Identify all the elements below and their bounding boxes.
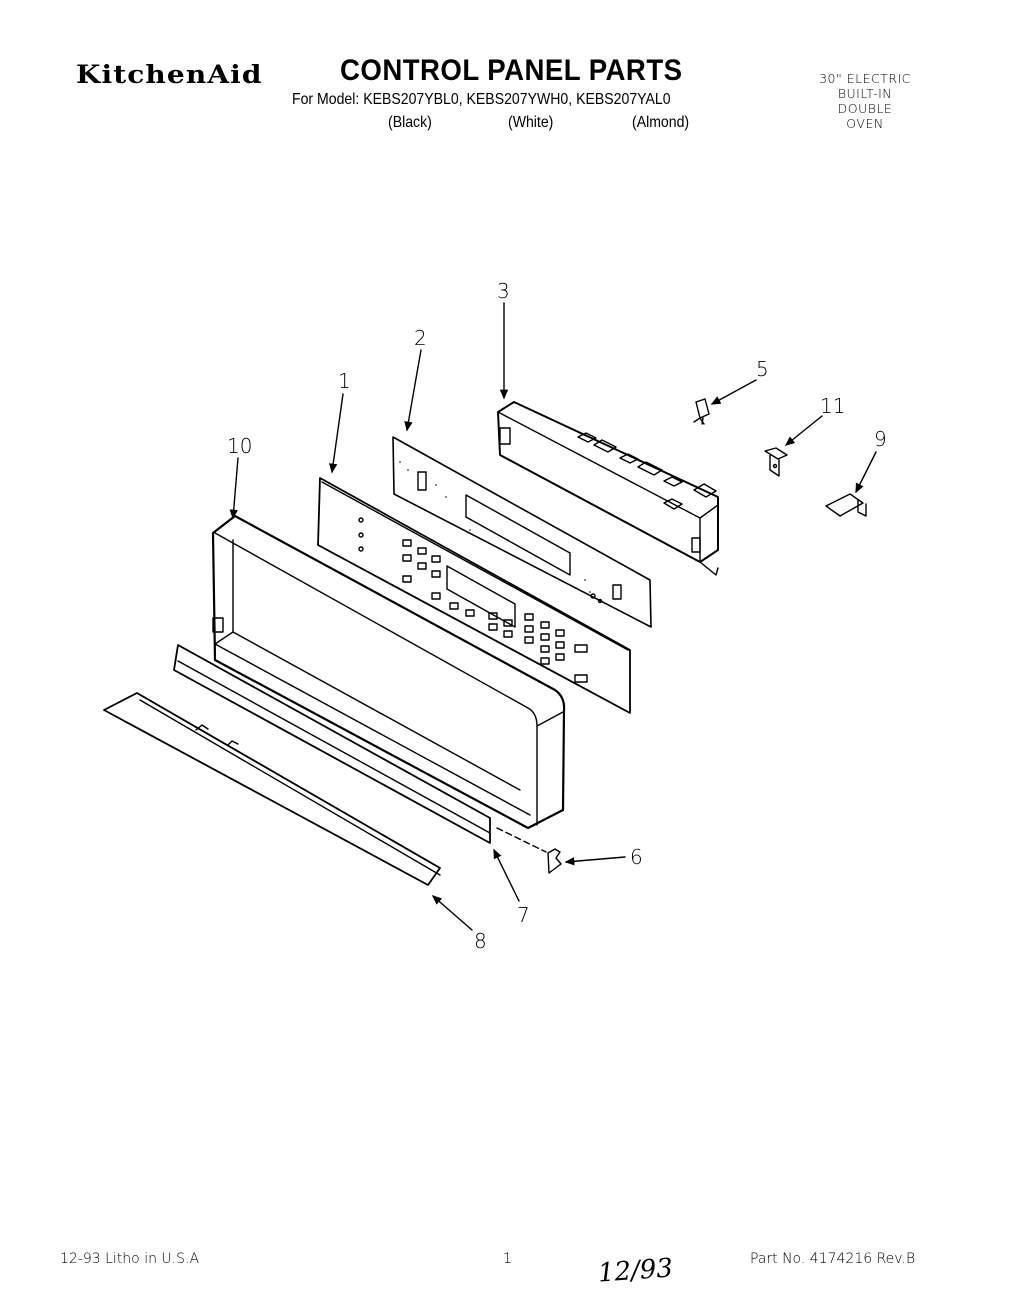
part-11-bracket: [764, 447, 788, 477]
callout-10: 10: [227, 434, 252, 458]
callout-6: 6: [630, 845, 643, 869]
product-line-1: 30" ELECTRIC: [819, 71, 911, 86]
model-list: For Model: KEBS207YBL0, KEBS207YWH0, KEB…: [292, 91, 671, 108]
keypad-buttons: [402, 539, 588, 683]
model-color-almond: (Almond): [632, 114, 690, 131]
callout-5: 5: [756, 357, 769, 381]
product-line-4: OVEN: [846, 116, 884, 131]
callout-9: 9: [874, 427, 887, 451]
page-number: 1: [503, 1251, 512, 1267]
leader-lines: [229, 302, 877, 931]
product-line-3: DOUBLE: [837, 101, 893, 116]
page-title: CONTROL PANEL PARTS: [340, 54, 683, 87]
litho-note: 12-93 Litho in U.S.A: [60, 1251, 200, 1267]
product-line-2: BUILT-IN: [837, 86, 893, 101]
brand-logo: KitchenAid: [76, 60, 263, 89]
part-number: Part No. 4174216 Rev.B: [750, 1251, 916, 1267]
part-2-backing-plate: [392, 436, 652, 628]
model-color-black: (Black): [388, 114, 432, 131]
part-7-trim-strip: [173, 644, 491, 844]
callout-1: 1: [338, 369, 351, 393]
callout-8: 8: [474, 929, 487, 953]
model-color-white: (White): [508, 114, 554, 131]
part-6-clip: [496, 827, 562, 874]
callout-2: 2: [414, 326, 427, 350]
callout-labels: 1 2 3 5 6 7 8 9 10 11: [227, 279, 887, 953]
part-1-front-panel: [317, 477, 631, 714]
handwritten-date: 12/93: [597, 1253, 674, 1289]
display-window: [446, 565, 516, 628]
callout-11: 11: [820, 394, 845, 418]
part-8-lower-trim: [103, 692, 441, 886]
product-description: 30" ELECTRIC BUILT-IN DOUBLE OVEN: [800, 71, 930, 131]
part-10-housing: [211, 514, 566, 830]
callout-3: 3: [497, 279, 510, 303]
part-9-bracket: [825, 493, 867, 517]
part-5-clip: [693, 398, 710, 425]
callout-7: 7: [517, 903, 530, 927]
part-3-control-board: [497, 401, 719, 576]
